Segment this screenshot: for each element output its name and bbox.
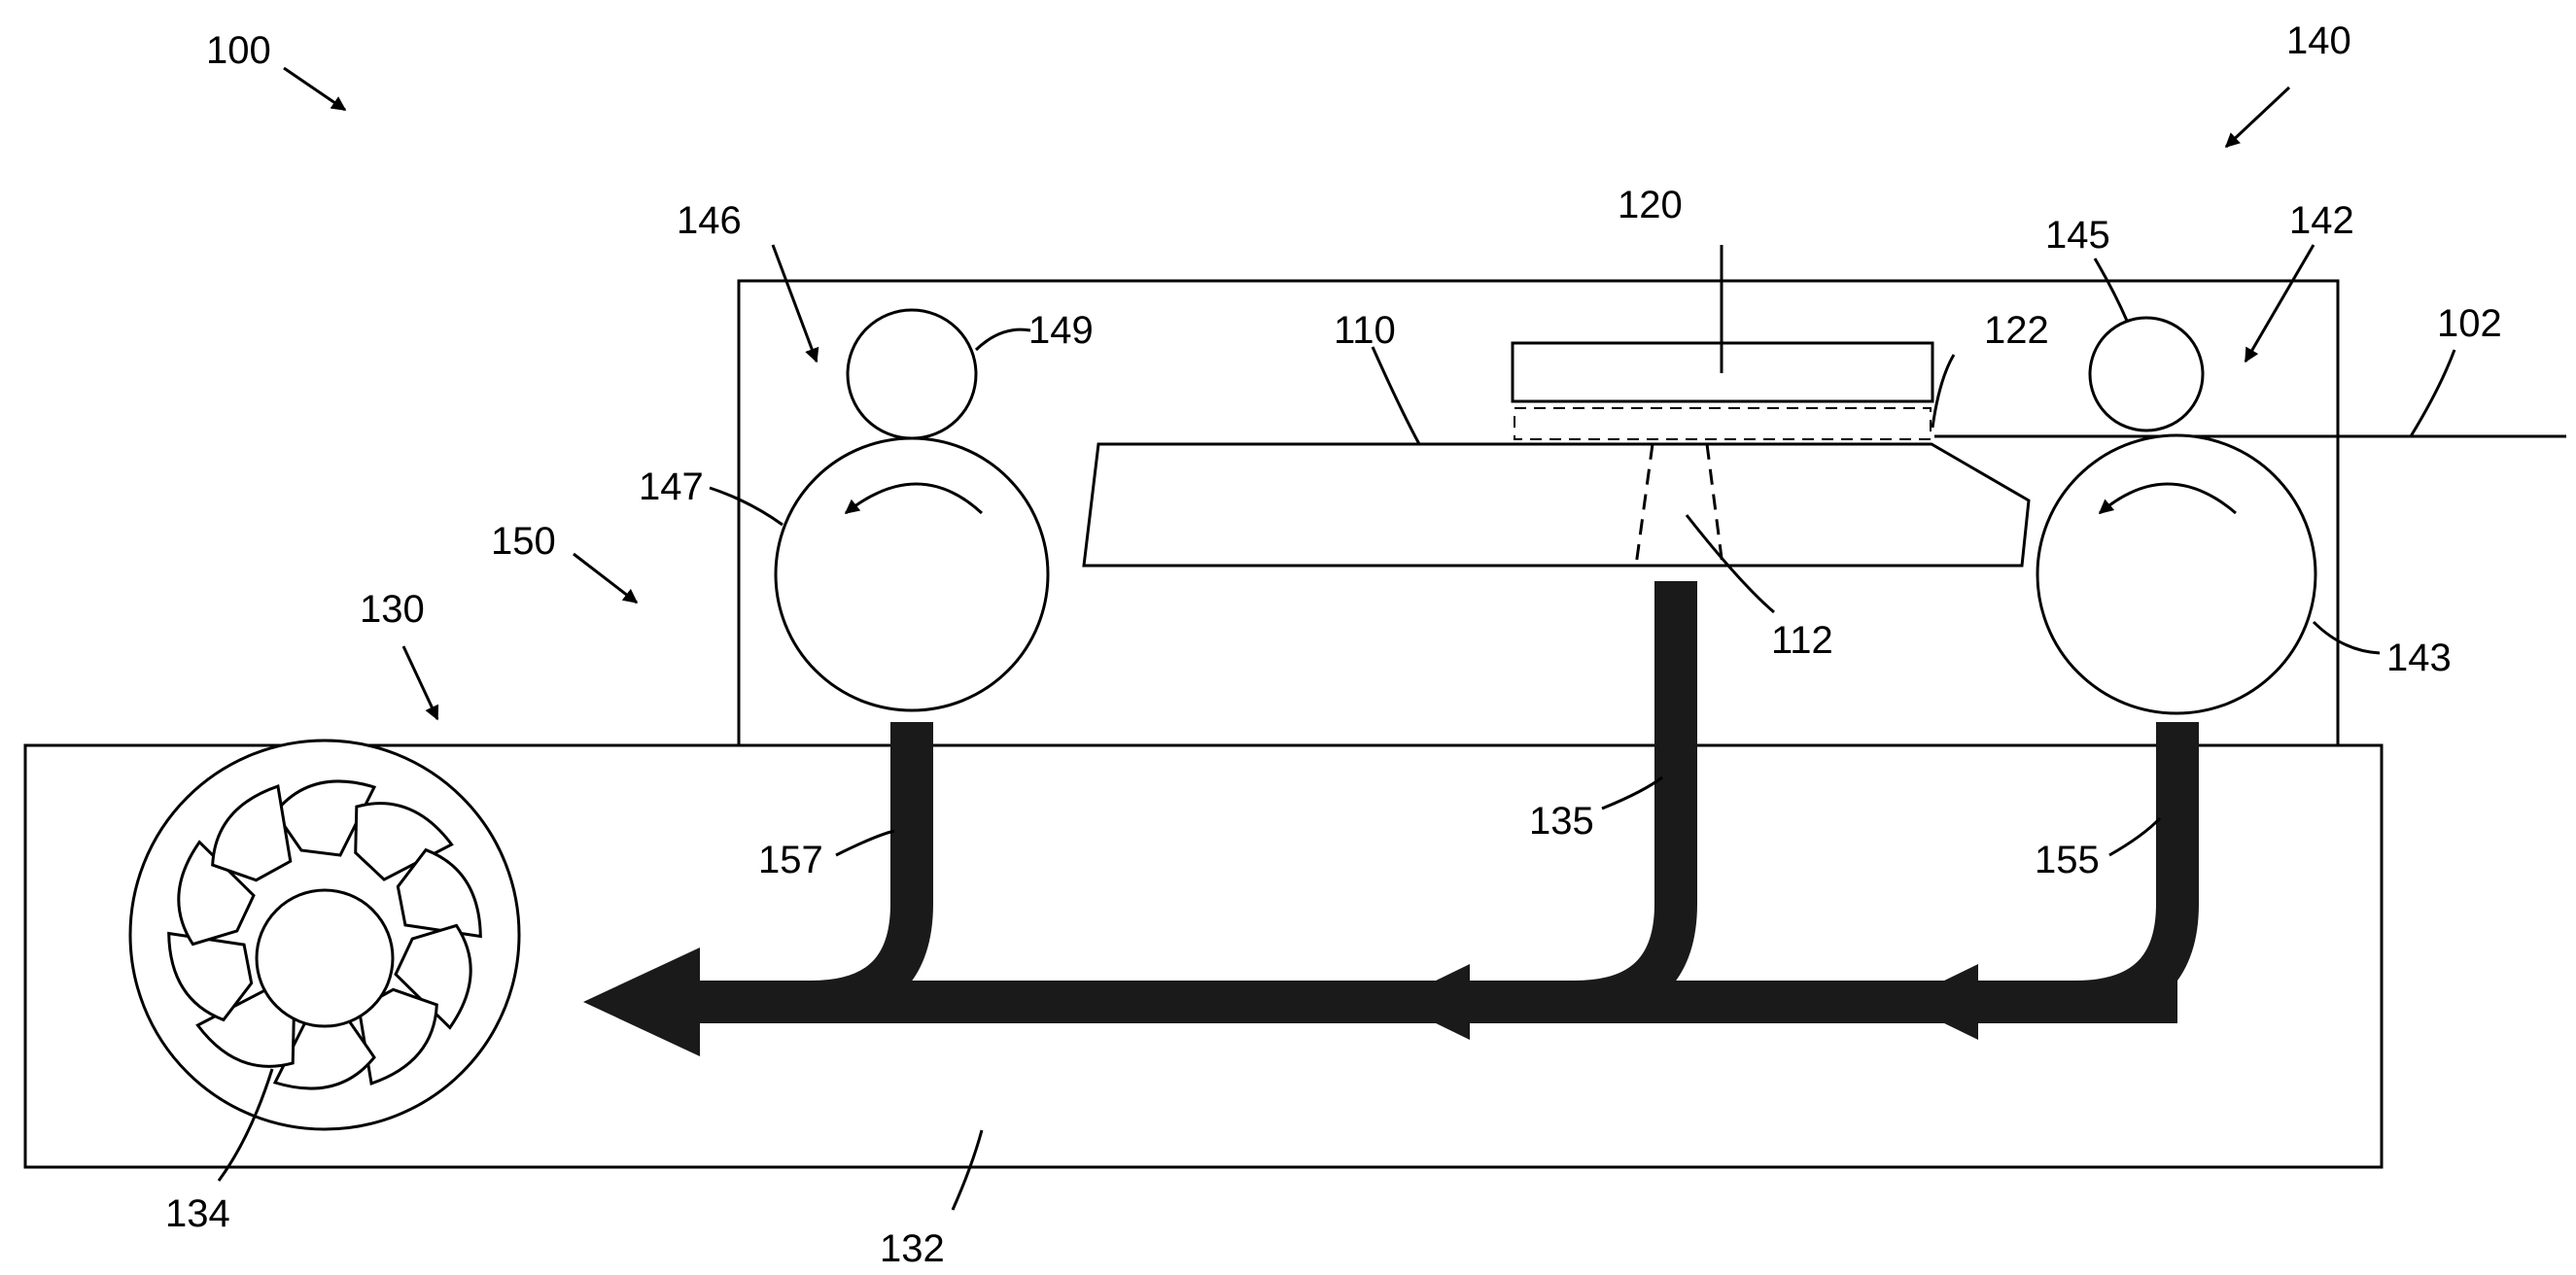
leader-140	[2226, 87, 2289, 147]
label-printhead-face: 122	[1984, 309, 2049, 352]
leader-100	[284, 68, 345, 110]
label-duct-center: 135	[1529, 800, 1594, 843]
leader-102	[2411, 350, 2454, 436]
label-drive-right: 143	[2386, 637, 2452, 679]
label-platen-opening: 112	[1771, 619, 1833, 662]
label-transport: 140	[2286, 19, 2351, 62]
label-printhead: 120	[1618, 184, 1683, 226]
leader-143	[2314, 622, 2380, 653]
drive-roller-right	[2037, 435, 2315, 713]
leader-149	[976, 329, 1030, 350]
idler-roller-left	[848, 310, 976, 438]
label-idler-left: 149	[1028, 309, 1094, 352]
leader-150	[574, 554, 637, 603]
label-drive-left: 147	[639, 465, 704, 508]
leader-146	[773, 245, 817, 362]
leader-147	[710, 488, 783, 525]
label-idler-right: 145	[2045, 214, 2110, 257]
label-platen: 110	[1334, 309, 1396, 352]
label-roller-pair-left: 146	[677, 199, 742, 242]
label-media: 102	[2437, 302, 2502, 345]
fan-hub	[257, 890, 393, 1026]
idler-roller-right	[2090, 318, 2203, 431]
printhead-face	[1514, 408, 1931, 439]
label-plenum: 132	[880, 1227, 945, 1270]
label-system: 100	[206, 29, 271, 72]
drive-roller-left	[776, 438, 1048, 710]
label-vacuum-region: 150	[491, 520, 556, 563]
fan	[130, 741, 519, 1129]
leader-145	[2095, 258, 2127, 321]
label-fan: 134	[165, 1192, 230, 1235]
leader-142	[2245, 245, 2314, 362]
leader-130	[403, 646, 437, 719]
label-vacuum-assembly: 130	[360, 588, 425, 631]
label-roller-pair-right: 142	[2289, 199, 2354, 242]
label-duct-left: 157	[758, 839, 823, 881]
label-duct-right: 155	[2035, 839, 2100, 881]
platen	[1084, 444, 2029, 566]
leader-110	[1373, 347, 1419, 444]
leader-122	[1932, 355, 1954, 428]
